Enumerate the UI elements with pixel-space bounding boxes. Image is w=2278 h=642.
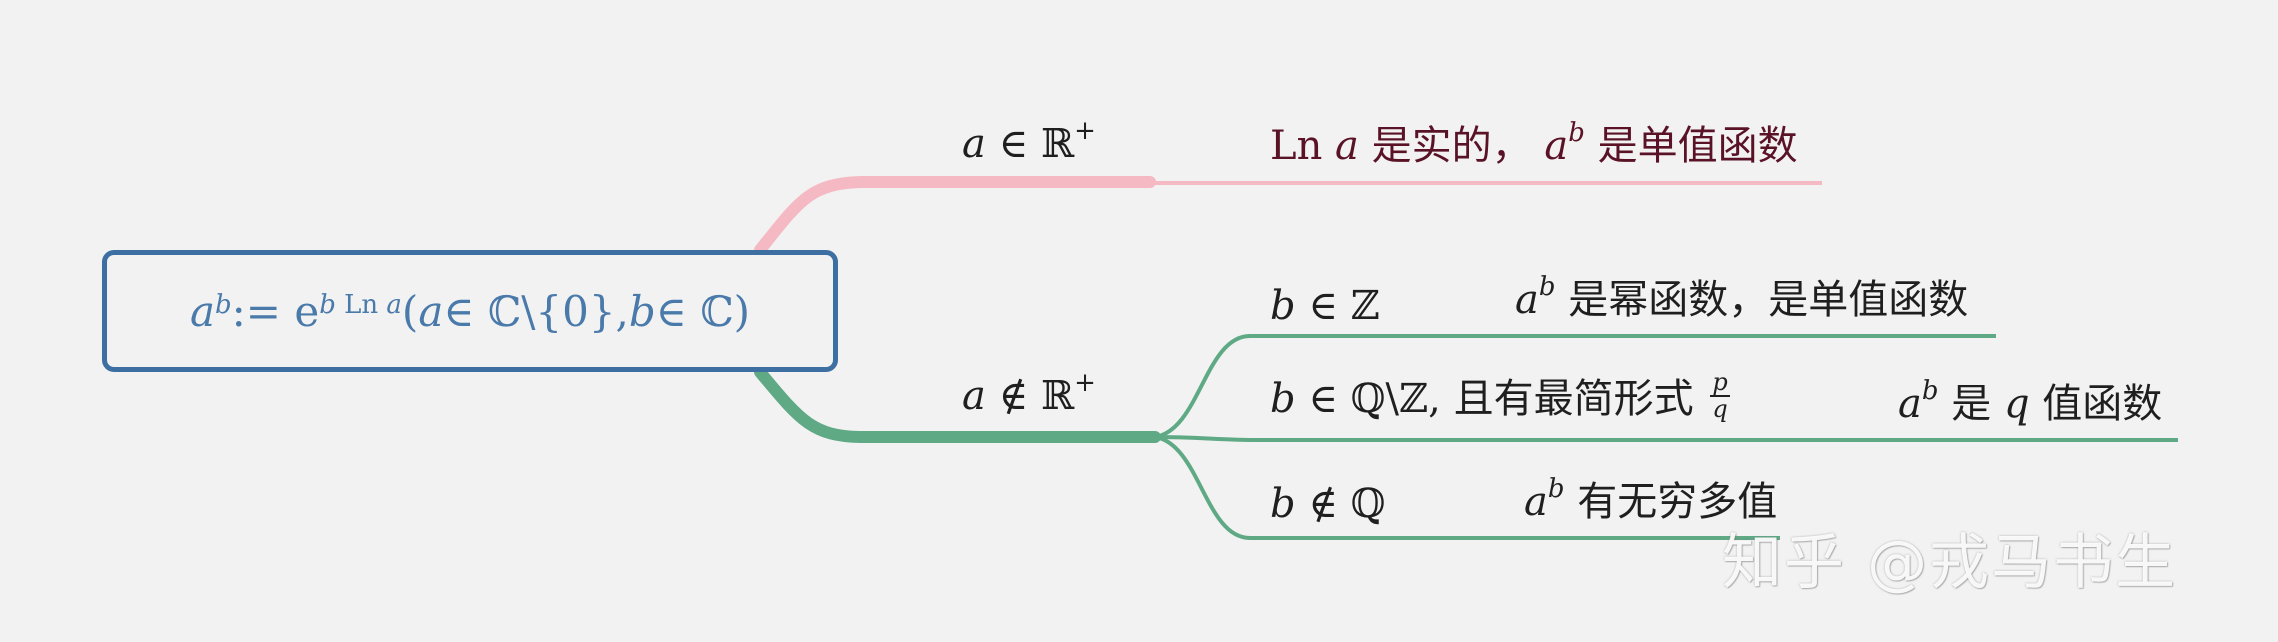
fraction-numerator: p — [1710, 368, 1730, 398]
node-b-integer-result: ab 是幂函数，是单值函数 — [1515, 274, 1969, 323]
case-relation: ∉ ℚ — [1295, 481, 1386, 527]
root-exp-ln: Ln — [335, 290, 387, 320]
node-a-in-positive-reals: a ∈ ℝ+ — [962, 118, 1096, 167]
case-result-base: a — [1524, 479, 1548, 525]
case-result-text: 是 — [1938, 381, 2004, 427]
result-ln: Ln — [1270, 123, 1336, 169]
node-relation: ∉ ℝ — [985, 373, 1075, 419]
case-result-text: 是幂函数，是单值函数 — [1555, 277, 1969, 323]
node-relation: ∈ ℝ — [985, 121, 1075, 167]
node-a-not-in-positive-reals: a ∉ ℝ+ — [962, 370, 1096, 419]
root-exp-a: a — [386, 290, 402, 320]
branch-to-case-integer — [1154, 334, 1996, 439]
result-pow-base: a — [1544, 123, 1569, 169]
branch-root-to-nonpositive — [754, 366, 1161, 443]
result-text-real: 是实的， — [1358, 123, 1545, 169]
root-condition-a: a — [418, 286, 444, 336]
case-result-q: q — [2003, 381, 2030, 427]
case-result-exp: b — [1921, 375, 1939, 406]
root-condition-a-set: ∈ ℂ\{0}, — [443, 286, 629, 336]
root-paren-open: ( — [401, 286, 419, 336]
root-base-a: a — [189, 286, 215, 336]
result-text-single-valued: 是单值函数 — [1584, 123, 1798, 169]
node-positive-result: Ln a 是实的， ab 是单值函数 — [1270, 120, 1798, 169]
root-condition-b: b — [628, 286, 656, 336]
branch-to-case-rational — [1154, 435, 2178, 442]
case-relation: ∈ ℚ\ℤ, 且有最简形式 — [1295, 376, 1707, 423]
node-sup: + — [1074, 367, 1096, 398]
watermark: 知乎 @戎马书生 — [1722, 528, 2178, 598]
case-var: b — [1270, 376, 1296, 423]
result-a: a — [1335, 123, 1359, 169]
case-result-text-2: 值函数 — [2029, 381, 2163, 427]
case-result-exp: b — [1538, 271, 1556, 302]
branch-to-case-irrational — [1154, 435, 1780, 540]
result-pow-exp: b — [1568, 117, 1585, 148]
case-result-base: a — [1898, 381, 1922, 427]
case-relation: ∈ ℤ — [1295, 283, 1380, 329]
root-condition-b-set: ∈ ℂ) — [655, 286, 751, 336]
case-result-base: a — [1515, 277, 1539, 323]
node-var: a — [962, 373, 986, 419]
node-b-rational-result: ab 是 q 值函数 — [1898, 378, 2163, 427]
branch-root-to-positive — [754, 176, 1156, 256]
node-b-irrational-result: ab 有无穷多值 — [1524, 476, 1778, 525]
node-sup: + — [1074, 115, 1096, 146]
root-exp-b: b — [319, 290, 336, 320]
case-result-exp: b — [1547, 473, 1565, 504]
root-assign: := e — [231, 286, 320, 336]
node-b-irrational: b ∉ ℚ — [1270, 484, 1386, 524]
case-result-text: 有无穷多值 — [1564, 479, 1778, 525]
node-var: a — [962, 121, 986, 167]
fraction-denominator: q — [1712, 395, 1728, 424]
case-var: b — [1270, 481, 1296, 527]
case-var: b — [1270, 283, 1296, 329]
node-b-integer: b ∈ ℤ — [1270, 286, 1380, 326]
